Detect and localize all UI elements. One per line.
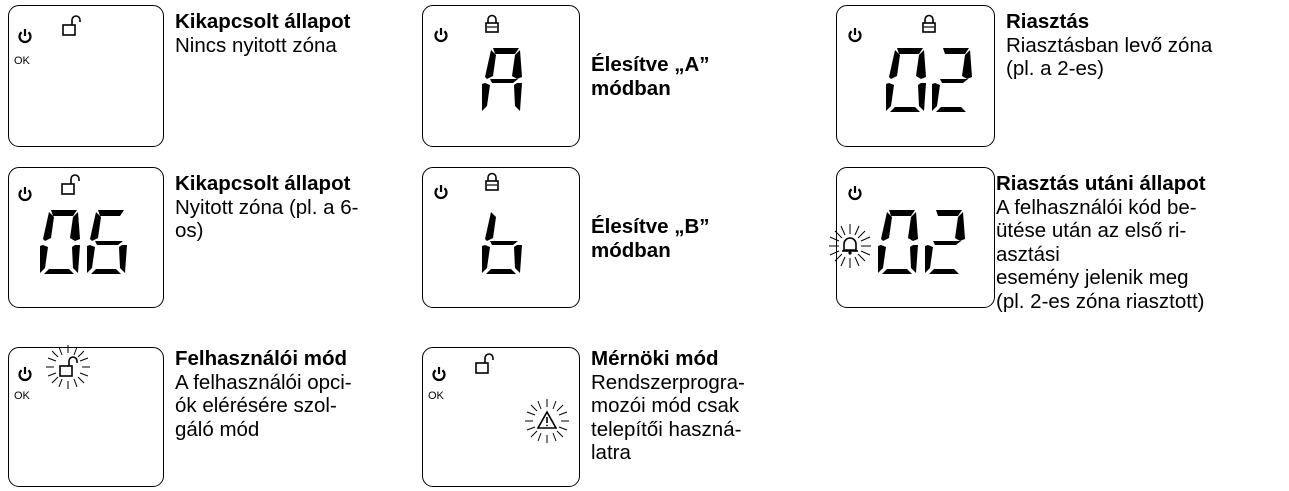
padlock-open-icon (62, 15, 81, 36)
description-armed-b: Élesítve „B” módban (591, 215, 710, 262)
state-title-line: módban (591, 76, 671, 100)
state-title-line: módban (591, 238, 671, 262)
state-title: Felhasználói mód (175, 347, 347, 370)
state-text-line: Rendszerprogra- (591, 370, 745, 394)
state-text-line: mozói mód csak (591, 394, 740, 417)
lcd-panel-alarm (836, 5, 995, 147)
bell-icon (829, 224, 871, 268)
state-title: Riasztás (1006, 10, 1090, 33)
power-icon (18, 367, 32, 382)
power-icon (18, 29, 32, 44)
lcd-segment-display (482, 48, 522, 111)
lcd-panel-armed-a (422, 5, 580, 147)
state-text-line: os) (175, 219, 204, 242)
lcd-panel-disarmed-open (8, 167, 164, 308)
ok-indicator: OK (428, 390, 444, 402)
power-icon (848, 186, 862, 201)
state-title: Kikapcsolt állapot (175, 10, 351, 33)
state-text-line: ók elérésére szol- (175, 394, 337, 417)
ok-indicator: OK (14, 55, 30, 67)
description-disarmed-closed: Kikapcsolt állapot Nincs nyitott zóna (175, 10, 350, 57)
lcd-panel-engineer-mode: OK (422, 347, 580, 487)
lcd-segment-display (886, 48, 972, 112)
state-text-line: A felhasználói kód be- (996, 195, 1197, 219)
state-title: Mérnöki mód (591, 347, 719, 370)
state-text-line: ütése után az első ri- (996, 219, 1187, 242)
lcd-segment-display (482, 212, 522, 274)
power-icon (848, 28, 862, 43)
lcd-panel-armed-b (422, 167, 580, 308)
padlock-closed-icon (485, 14, 499, 33)
state-title: Riasztás utáni állapot (996, 172, 1206, 195)
padlock-open-icon (475, 353, 494, 374)
lcd-panel-disarmed-closed: OK (8, 5, 164, 147)
padlock-closed-icon (485, 172, 499, 191)
description-user-mode: Felhasználói mód A felhasználói opci- ók… (175, 347, 352, 441)
state-text-line: gáló mód (175, 417, 260, 441)
state-title: Élesítve „A” (591, 53, 710, 76)
state-text-line: (pl. 2-es zóna riasztott) (996, 289, 1205, 313)
description-after-alarm: Riasztás utáni állapot A felhasználói kó… (996, 172, 1206, 313)
power-icon (432, 367, 446, 382)
padlock-open-icon (46, 345, 90, 389)
state-text-line: Riasztásban levő zóna (1006, 33, 1213, 57)
state-text-line: (pl. a 2-es) (1006, 57, 1104, 80)
description-disarmed-open: Kikapcsolt állapot Nyitott zóna (pl. a 6… (175, 172, 358, 243)
description-alarm: Riasztás Riasztásban levő zóna (pl. a 2-… (1006, 10, 1212, 81)
lcd-panel-after-alarm (829, 167, 995, 308)
state-text-line: asztási (996, 242, 1060, 266)
state-text-line: A felhasználói opci- (175, 370, 352, 394)
state-title: Élesítve „B” (591, 215, 710, 238)
ok-indicator: OK (14, 390, 30, 402)
lcd-segment-display (878, 210, 965, 274)
warning-icon (525, 399, 569, 443)
description-engineer-mode: Mérnöki mód Rendszerprogra- mozói mód cs… (591, 347, 745, 465)
state-text-line: esemény jelenik meg (996, 266, 1189, 289)
state-text-line: Nincs nyitott zóna (175, 33, 337, 57)
description-armed-a: Élesítve „A” módban (591, 53, 710, 100)
power-icon (434, 185, 448, 200)
lcd-panel-user-mode: OK (8, 345, 164, 487)
state-title: Kikapcsolt állapot (175, 172, 351, 195)
power-icon (18, 187, 32, 202)
padlock-closed-icon (922, 14, 936, 33)
state-text-line: latra (591, 441, 631, 464)
power-icon (434, 28, 448, 43)
state-text-line: telepítői haszná- (591, 417, 742, 441)
state-text-line: Nyitott zóna (pl. a 6- (175, 195, 359, 219)
lcd-segment-display (40, 210, 127, 274)
padlock-open-icon (61, 174, 80, 195)
